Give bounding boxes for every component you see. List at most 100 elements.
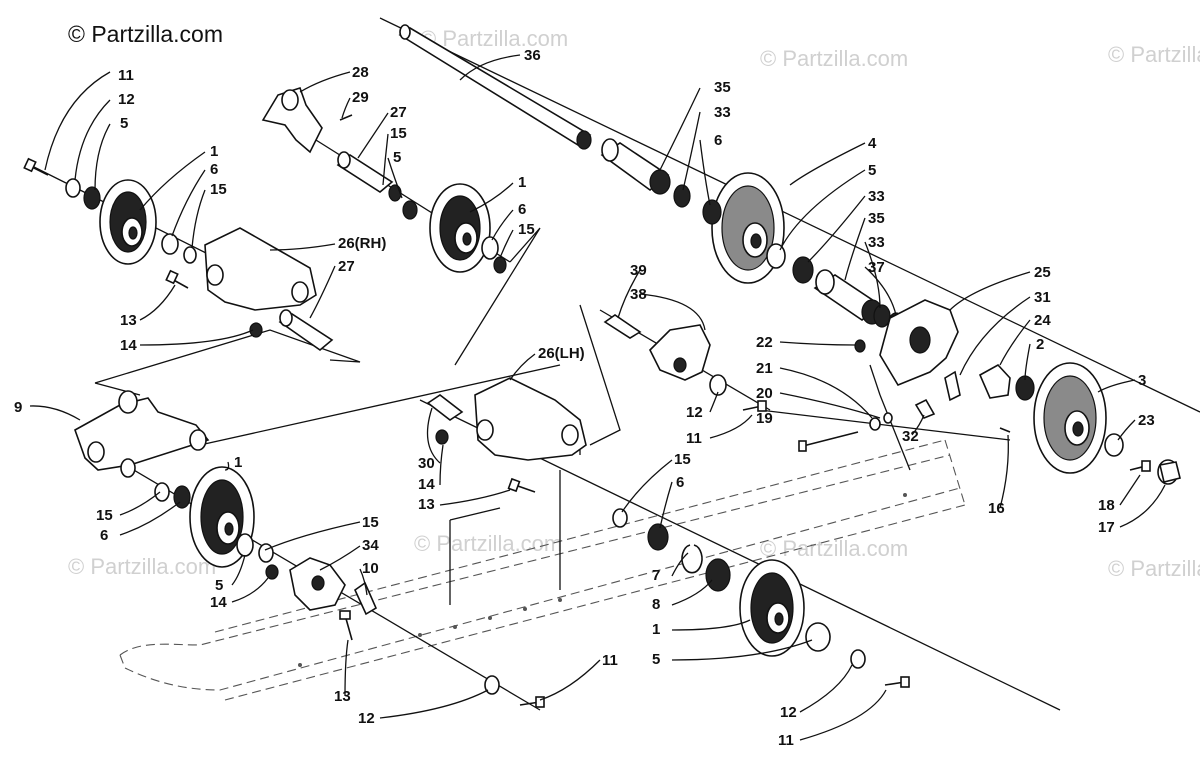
- large-idler-wheel: [711, 172, 785, 284]
- callout-labels: 11 12 5 1 6 15 13 14 9 15 6 1 5 14 28 29…: [14, 47, 1155, 749]
- callout-22: 22: [756, 334, 773, 351]
- slide-rail: [119, 439, 966, 701]
- callout-33: 33: [868, 188, 885, 205]
- watermark-faint: © Partzilla.com: [68, 554, 216, 579]
- callout-8: 8: [652, 596, 660, 613]
- callout-32: 32: [902, 428, 919, 445]
- callout-23: 23: [1138, 412, 1155, 429]
- watermark-main: © Partzilla.com: [68, 21, 223, 47]
- callout-27: 27: [338, 258, 355, 275]
- callout-13: 13: [120, 312, 137, 329]
- callout-6: 6: [714, 132, 722, 149]
- callout-30: 30: [418, 455, 435, 472]
- callout-5: 5: [215, 577, 223, 594]
- callout-26rh: 26(RH): [338, 235, 386, 252]
- adjuster-block: [944, 363, 1011, 402]
- callout-39: 39: [630, 262, 647, 279]
- callout-31: 31: [1034, 289, 1051, 306]
- shock-mount: [289, 557, 346, 611]
- callout-15: 15: [96, 507, 113, 524]
- callout-6: 6: [100, 527, 108, 544]
- callout-5: 5: [868, 162, 876, 179]
- axle-tube: [398, 24, 592, 150]
- watermark-faint: © Partzilla.com: [420, 26, 568, 51]
- callout-37: 37: [868, 259, 885, 276]
- callout-12: 12: [358, 710, 375, 727]
- callout-13: 13: [418, 496, 435, 513]
- callout-10: 10: [362, 560, 379, 577]
- callout-12: 12: [118, 91, 135, 108]
- callout-leaders: [29, 54, 1166, 741]
- callout-1: 1: [518, 174, 526, 191]
- callout-14: 14: [210, 594, 227, 611]
- callout-5: 5: [120, 115, 128, 132]
- callout-11: 11: [778, 732, 794, 749]
- callout-11: 11: [686, 430, 702, 447]
- watermark-faint: © Partzilla.com: [414, 531, 562, 556]
- callout-15: 15: [518, 221, 535, 238]
- callout-1: 1: [234, 454, 242, 471]
- pivot-arm: [261, 87, 323, 154]
- callout-13: 13: [334, 688, 351, 705]
- callout-6: 6: [518, 201, 526, 218]
- callout-38: 38: [630, 286, 647, 303]
- callout-19: 19: [756, 410, 773, 427]
- callout-12: 12: [686, 404, 703, 421]
- callout-34: 34: [362, 537, 379, 554]
- callout-25: 25: [1034, 264, 1051, 281]
- large-idler-wheel: [1033, 362, 1107, 474]
- callout-14: 14: [120, 337, 137, 354]
- callout-5: 5: [652, 651, 660, 668]
- bolts: [23, 114, 1151, 708]
- end-cap: [1157, 459, 1181, 485]
- watermark-faint: © Partzilla.com: [760, 46, 908, 71]
- callout-9: 9: [14, 399, 22, 416]
- callout-36: 36: [524, 47, 541, 64]
- callout-1: 1: [210, 143, 218, 160]
- callout-28: 28: [352, 64, 369, 81]
- rear-arm: [74, 390, 210, 478]
- callout-3: 3: [1138, 372, 1146, 389]
- callout-15: 15: [390, 125, 407, 142]
- callout-11: 11: [118, 67, 134, 84]
- callout-26lh: 26(LH): [538, 345, 585, 362]
- callout-14: 14: [418, 476, 435, 493]
- callout-15: 15: [210, 181, 227, 198]
- callout-24: 24: [1034, 312, 1051, 329]
- side-plate-lh: [474, 377, 587, 461]
- callout-33: 33: [868, 234, 885, 251]
- callout-33: 33: [714, 104, 731, 121]
- watermark-faint: © Partzilla.com: [1108, 556, 1200, 581]
- callout-18: 18: [1098, 497, 1115, 514]
- callout-27: 27: [390, 104, 407, 121]
- callout-21: 21: [756, 360, 773, 377]
- watermark-faint: © Partzilla.com: [760, 536, 908, 561]
- callout-15: 15: [674, 451, 691, 468]
- callout-17: 17: [1098, 519, 1115, 536]
- callout-2: 2: [1036, 336, 1044, 353]
- bracket: [649, 324, 711, 381]
- side-plate-rh: [204, 227, 317, 311]
- callout-15: 15: [362, 514, 379, 531]
- assembly-lines: [29, 17, 1200, 711]
- spacers: [278, 138, 936, 616]
- callout-16: 16: [988, 500, 1005, 517]
- callout-6: 6: [210, 161, 218, 178]
- callout-1: 1: [652, 621, 660, 638]
- callout-6: 6: [676, 474, 684, 491]
- callout-7: 7: [652, 567, 660, 584]
- idler-wheel: [99, 179, 157, 265]
- callout-29: 29: [352, 89, 369, 106]
- callout-11: 11: [602, 652, 618, 669]
- idler-wheel: [429, 183, 491, 273]
- watermark-faint: © Partzilla.com: [1108, 42, 1200, 67]
- callout-35: 35: [868, 210, 885, 227]
- callout-12: 12: [780, 704, 797, 721]
- idler-wheel: [739, 559, 805, 657]
- callout-20: 20: [756, 385, 773, 402]
- callout-35: 35: [714, 79, 731, 96]
- mount-plate: [879, 299, 959, 386]
- callout-5: 5: [393, 149, 401, 166]
- washers: [65, 178, 1124, 695]
